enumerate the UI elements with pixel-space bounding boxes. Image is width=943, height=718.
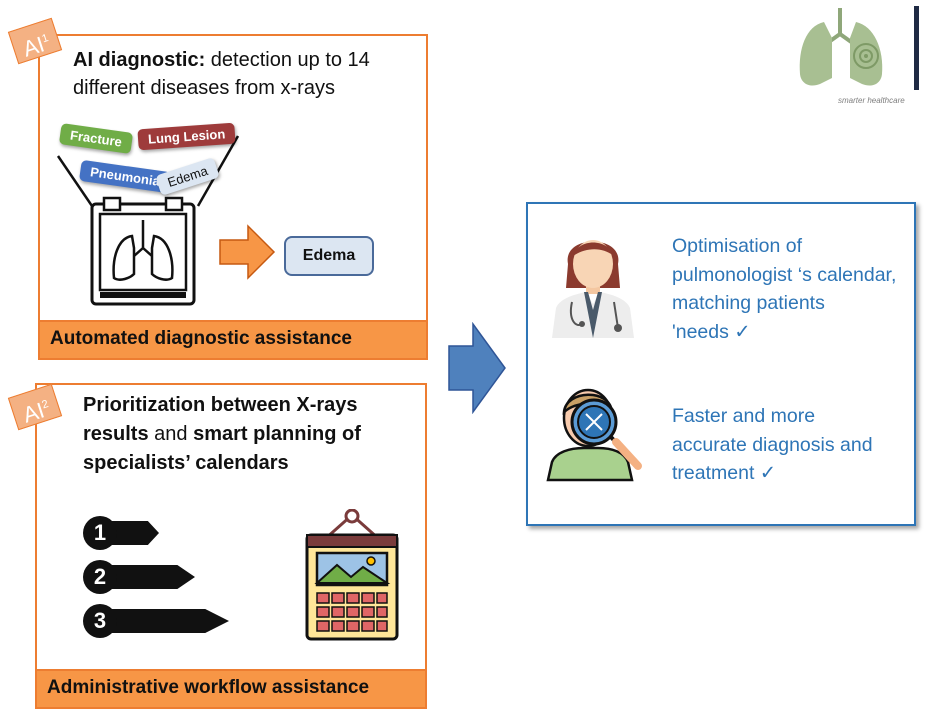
admin-footer: Administrative workflow assistance — [37, 669, 425, 707]
orange-arrow-icon — [219, 224, 276, 280]
blue-arrow-icon — [448, 322, 506, 414]
admin-headline: Prioritization between X-rays results an… — [83, 391, 423, 478]
rank-bar-3 — [97, 609, 229, 633]
rank-number-1: 1 — [83, 516, 117, 550]
logo-divider — [914, 6, 919, 90]
lungs-logo-icon — [799, 8, 883, 86]
doctor-icon — [552, 240, 634, 338]
diagnosis-result: Edema — [284, 236, 374, 276]
diagnostic-headline-rest: detection up to 14 different diseases fr… — [73, 49, 370, 99]
calendar-icon — [305, 509, 399, 641]
outcome-panel: Optimisation of pulmonologist ‘s calenda… — [526, 202, 916, 526]
logo-tagline: smarter healthcare — [838, 96, 905, 105]
admin-panel: Prioritization between X-rays results an… — [35, 383, 427, 709]
check-icon: ✓ — [734, 320, 751, 343]
rank-number-3: 3 — [83, 604, 117, 638]
diagnostic-headline-bold: AI diagnostic: — [73, 49, 206, 71]
diagnostic-headline: AI diagnostic: detection up to 14 differ… — [73, 46, 418, 102]
admin-line3: specialists’ calendars — [83, 452, 289, 474]
admin-line1: Prioritization between X-rays — [83, 394, 358, 416]
admin-line2-bold2: smart planning of — [193, 423, 361, 445]
outcome-text-2: Faster and more accurate diagnosis and t… — [672, 405, 873, 484]
rank-number-2: 2 — [83, 560, 117, 594]
xray-lungs-icon — [90, 196, 196, 306]
diagnostic-footer: Automated diagnostic assistance — [40, 320, 426, 358]
diagnostic-panel: AI diagnostic: detection up to 14 differ… — [38, 34, 428, 360]
check-icon: ✓ — [759, 462, 777, 484]
admin-line2-bold: results — [83, 423, 149, 445]
outcome-text-1: Optimisation of pulmonologist ‘s calenda… — [672, 235, 897, 343]
patient-magnifier-icon — [546, 388, 642, 482]
admin-line2-rest: and — [148, 423, 194, 445]
